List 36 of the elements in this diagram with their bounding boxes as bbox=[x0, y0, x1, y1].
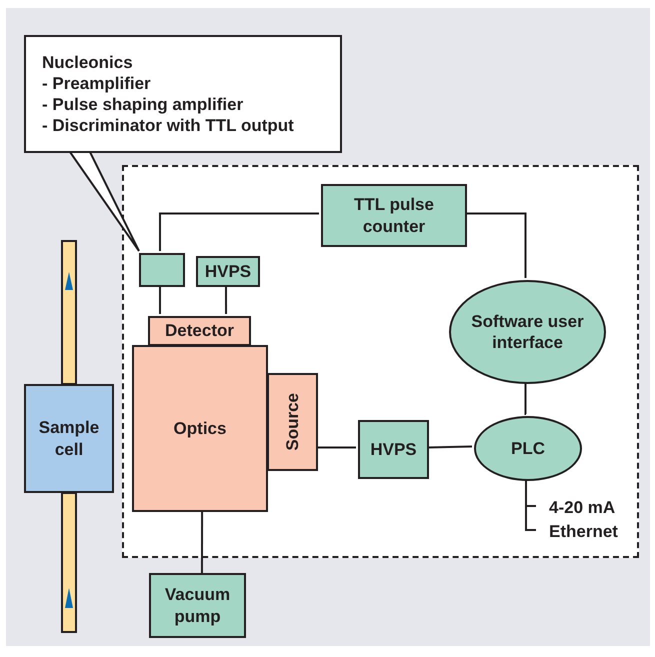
callout-item: - Discriminator with TTL output bbox=[42, 115, 294, 136]
component-box bbox=[321, 184, 467, 247]
node-label: Vacuum pump bbox=[164, 584, 232, 627]
node-label: Software user interface bbox=[470, 310, 585, 354]
connector-line bbox=[159, 285, 161, 314]
node-label: HVPS bbox=[204, 260, 252, 282]
node-label: 4-20 mA bbox=[549, 497, 616, 519]
connector-line bbox=[200, 510, 204, 573]
callout-heading: Nucleonics bbox=[42, 52, 133, 73]
callout-pointer bbox=[68, 151, 140, 252]
connector-line bbox=[225, 285, 228, 314]
component-box bbox=[132, 345, 268, 512]
empty-component-box bbox=[139, 253, 185, 287]
connector-line bbox=[524, 382, 527, 415]
callout-item: - Preamplifier bbox=[42, 72, 151, 94]
node-label: HVPS bbox=[370, 438, 417, 460]
connector-line bbox=[426, 446, 472, 448]
connector-line bbox=[525, 479, 536, 531]
node-label: Optics bbox=[174, 418, 226, 440]
system-enclosure bbox=[122, 165, 639, 558]
node-label: Detector bbox=[165, 320, 234, 342]
component-box bbox=[358, 420, 429, 479]
callout-item: - Pulse shaping amplifier bbox=[42, 94, 244, 116]
node-label: TTL pulse counter bbox=[353, 194, 435, 237]
component-box bbox=[267, 373, 318, 471]
component-box bbox=[196, 256, 260, 287]
component-box bbox=[24, 384, 114, 493]
component-box bbox=[149, 573, 246, 638]
node-label: Source bbox=[282, 393, 303, 451]
node-label: Ethernet bbox=[549, 521, 618, 543]
component-box bbox=[148, 316, 251, 346]
connector-line bbox=[316, 446, 356, 448]
connector-line bbox=[159, 212, 319, 251]
node-label: PLC bbox=[511, 438, 545, 460]
node-label: Sample cell bbox=[38, 417, 100, 460]
connector-line bbox=[465, 212, 526, 278]
